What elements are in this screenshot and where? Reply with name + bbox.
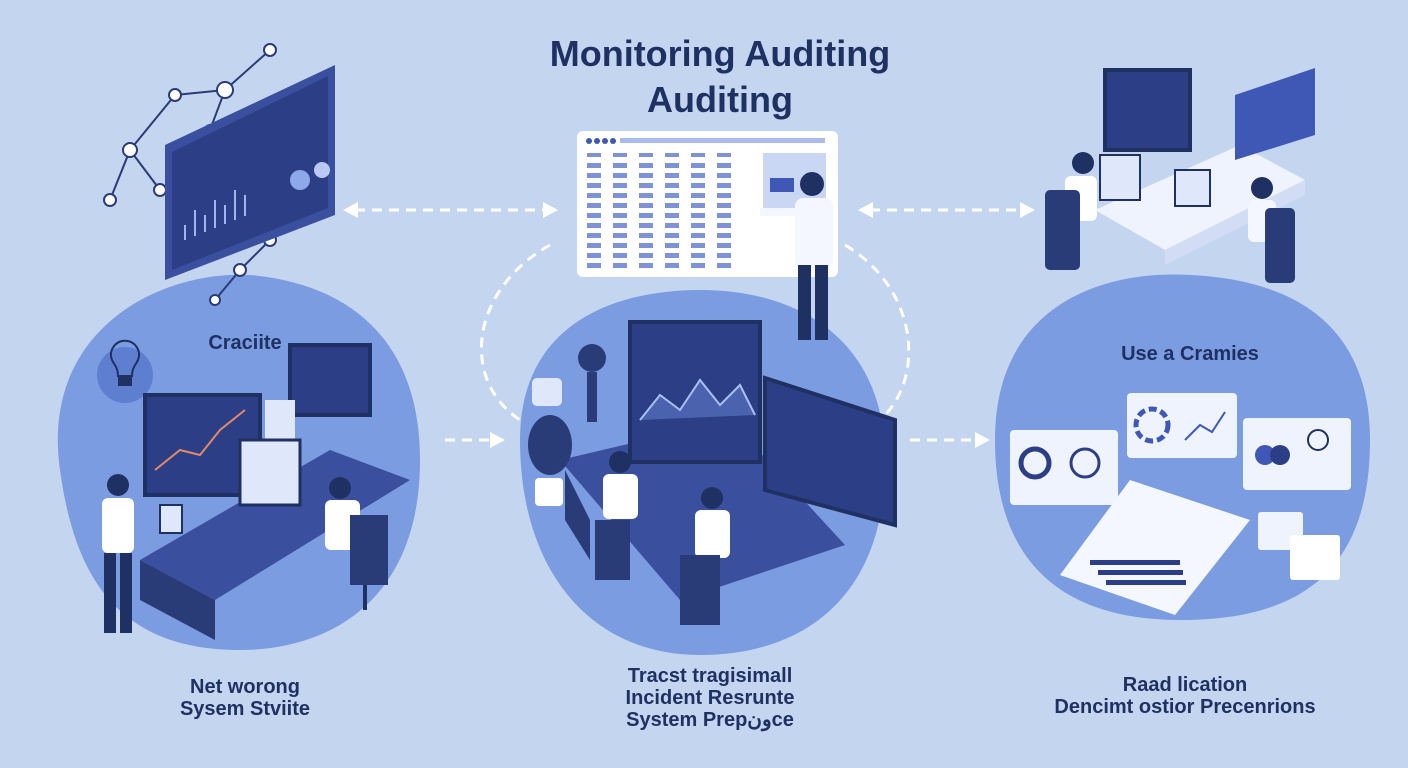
spreadsheet-cell — [665, 153, 679, 157]
spreadsheet-cell — [665, 223, 679, 228]
center-panel-caption: Tracst tragisimall Incident Resrunte Sys… — [590, 665, 830, 731]
spreadsheet-cell — [665, 263, 679, 268]
left-panel-caption: Net worong Sysem Stviite — [145, 676, 345, 720]
spreadsheet-cell — [613, 203, 627, 208]
spreadsheet-cell — [587, 263, 601, 268]
spreadsheet-cell — [613, 163, 627, 168]
spreadsheet-cell — [691, 213, 705, 218]
title-line-2: Auditing — [647, 79, 793, 120]
center-desk-scene — [528, 320, 897, 625]
spreadsheet-cell — [691, 193, 705, 198]
page-title: Monitoring Auditing Auditing — [0, 32, 1408, 122]
spreadsheet-cell — [691, 223, 705, 228]
spreadsheet-cell — [587, 173, 601, 178]
spreadsheet-cell — [717, 153, 731, 157]
analytics-cards — [1010, 393, 1351, 615]
caption-line: Dencimt ostior Precenrions — [1054, 696, 1316, 718]
spreadsheet-cell — [717, 193, 731, 198]
spreadsheet-cell — [639, 243, 653, 248]
spreadsheet-cell — [613, 263, 627, 268]
spreadsheet-cell — [639, 263, 653, 268]
spreadsheet-cell — [639, 223, 653, 228]
right-panel-caption: Raad lication Dencimt ostior Precenrions — [1030, 674, 1340, 718]
spreadsheet-cell — [717, 253, 731, 258]
flow-arrows — [355, 208, 1025, 442]
spreadsheet-cell — [691, 253, 705, 258]
spreadsheet-cell — [691, 243, 705, 248]
spreadsheet-cell — [639, 183, 653, 188]
spreadsheet-cell — [665, 183, 679, 188]
spreadsheet-cell — [639, 173, 653, 178]
spreadsheet-cell — [587, 253, 601, 258]
spreadsheet-cell — [639, 203, 653, 208]
right-panel-top-label: Use a Cramies — [1121, 343, 1259, 365]
spreadsheet-cell — [587, 233, 601, 238]
spreadsheet-board — [577, 131, 838, 277]
spreadsheet-cell — [587, 153, 601, 157]
spreadsheet-cell — [717, 243, 731, 248]
spreadsheet-cell — [691, 183, 705, 188]
presenter-figure — [760, 172, 833, 340]
caption-line: Net worong — [190, 676, 300, 698]
spreadsheet-cell — [587, 193, 601, 198]
spreadsheet-cell — [691, 233, 705, 238]
caption-line: Sysem Stviite — [179, 698, 311, 720]
spreadsheet-cell — [665, 253, 679, 258]
spreadsheet-cell — [639, 213, 653, 218]
caption-line: Raad lication — [1122, 674, 1248, 696]
spreadsheet-cell — [717, 183, 731, 188]
left-panel-top-label: Craciite — [208, 332, 282, 354]
spreadsheet-cell — [717, 213, 731, 218]
spreadsheet-cell — [613, 153, 627, 157]
spreadsheet-cell — [717, 263, 731, 268]
left-desk-scene — [102, 343, 410, 640]
title-line-1: Monitoring Auditing — [549, 33, 891, 74]
spreadsheet-cell — [665, 233, 679, 238]
spreadsheet-cell — [717, 173, 731, 178]
spreadsheet-cell — [613, 213, 627, 218]
spreadsheet-cell — [613, 193, 627, 198]
spreadsheet-cell — [665, 243, 679, 248]
spreadsheet-cell — [717, 163, 731, 168]
spreadsheet-cell — [587, 183, 601, 188]
spreadsheet-cell — [717, 223, 731, 228]
caption-line: Tracst tragisimall — [627, 665, 793, 687]
right-office-scene — [1045, 68, 1315, 283]
spreadsheet-cell — [665, 163, 679, 168]
spreadsheet-cell — [639, 253, 653, 258]
spreadsheet-cell — [691, 263, 705, 268]
spreadsheet-cell — [665, 173, 679, 178]
spreadsheet-cell — [613, 183, 627, 188]
spreadsheet-cell — [691, 153, 705, 157]
spreadsheet-cell — [613, 173, 627, 178]
spreadsheet-cell — [665, 193, 679, 198]
spreadsheet-cell — [639, 193, 653, 198]
spreadsheet-cell — [665, 203, 679, 208]
spreadsheet-cell — [717, 203, 731, 208]
dashboard-monitor — [165, 65, 335, 280]
spreadsheet-cell — [613, 223, 627, 228]
network-diagram-icon — [103, 43, 277, 306]
spreadsheet-cell — [639, 163, 653, 168]
spreadsheet-cell — [587, 203, 601, 208]
spreadsheet-cell — [613, 253, 627, 258]
spreadsheet-cell — [691, 203, 705, 208]
spreadsheet-cell — [587, 163, 601, 168]
spreadsheet-cell — [665, 213, 679, 218]
spreadsheet-cell — [691, 163, 705, 168]
spreadsheet-cell — [587, 223, 601, 228]
spreadsheet-cell — [639, 153, 653, 157]
spreadsheet-cell — [717, 233, 731, 238]
lightbulb-icon — [97, 339, 153, 403]
caption-line: System Prepونce — [626, 709, 794, 731]
spreadsheet-cell — [587, 213, 601, 218]
spreadsheet-cell — [613, 243, 627, 248]
spreadsheet-cell — [691, 173, 705, 178]
spreadsheet-cell — [587, 243, 601, 248]
spreadsheet-cell — [639, 233, 653, 238]
caption-line: Incident Resrunte — [625, 687, 795, 709]
spreadsheet-cell — [613, 233, 627, 238]
